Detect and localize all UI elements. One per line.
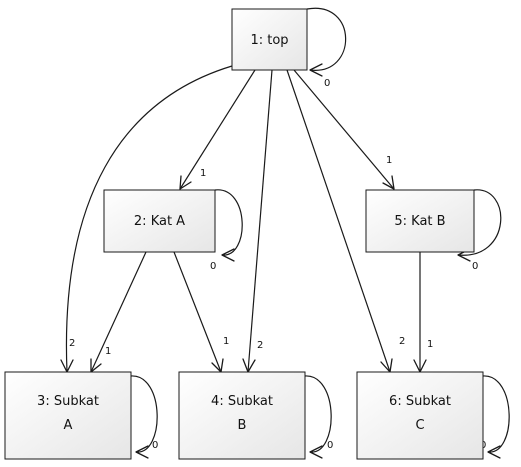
node-subkat-a-line2: A (64, 418, 73, 433)
edge-label-top-to-subkat-b: 2 (257, 340, 263, 351)
node-subkat-c-line1: 6: Subkat (389, 394, 451, 409)
node-subkat-c[interactable]: 6: Subkat C (356, 371, 484, 460)
node-subkat-b-line2: B (238, 418, 247, 433)
node-kat-b[interactable]: 5: Kat B (365, 189, 475, 253)
node-kat-a[interactable]: 2: Kat A (103, 189, 216, 253)
edge-label-kat-b-to-subkat-c: 1 (427, 339, 433, 350)
node-kat-b-label: 5: Kat B (394, 214, 445, 229)
edges: 0 1 1 2 2 2 (60, 7, 510, 459)
node-top[interactable]: 1: top (231, 8, 308, 71)
edge-label-subkat-b-loop: 0 (327, 440, 333, 451)
node-top-label: 1: top (250, 33, 288, 48)
edge-label-kat-a-loop: 0 (210, 261, 216, 272)
node-subkat-a[interactable]: 3: Subkat A (4, 371, 132, 460)
node-subkat-b-line1: 4: Subkat (211, 394, 273, 409)
nodes: 1: top 2: Kat A 5: Kat B 3: Subkat A 4: … (4, 8, 484, 460)
edge-subkat-b-loop[interactable]: 0 (304, 375, 333, 459)
edge-top-to-kat-a[interactable]: 1 (179, 69, 256, 190)
edge-kat-a-to-subkat-b[interactable]: 1 (173, 251, 229, 373)
node-kat-a-label: 2: Kat A (134, 214, 185, 229)
edge-label-top-to-subkat-c: 2 (399, 336, 405, 347)
edge-subkat-a-loop[interactable]: 0 (130, 375, 158, 459)
edge-label-kat-a-to-subkat-a: 1 (105, 346, 111, 357)
edge-label-top-to-kat-b: 1 (386, 155, 392, 166)
edge-label-kat-b-loop: 0 (472, 261, 478, 272)
edge-top-to-subkat-b[interactable]: 2 (242, 69, 273, 373)
node-subkat-b[interactable]: 4: Subkat B (178, 371, 306, 460)
edge-label-top-to-kat-a: 1 (200, 168, 206, 179)
edge-label-top-loop: 0 (324, 78, 330, 89)
edge-subkat-c-loop[interactable]: 0 (480, 375, 510, 459)
edge-label-subkat-a-loop: 0 (152, 440, 158, 451)
edge-top-loop[interactable]: 0 (306, 7, 347, 89)
edge-kat-a-loop[interactable]: 0 (210, 189, 243, 272)
node-subkat-a-line1: 3: Subkat (37, 394, 99, 409)
node-subkat-c-line2: C (415, 418, 424, 433)
edge-kat-a-to-subkat-a[interactable]: 1 (90, 251, 147, 373)
edge-label-top-to-subkat-a: 2 (69, 338, 75, 349)
edge-kat-b-to-subkat-c[interactable]: 1 (413, 252, 433, 373)
edge-top-to-kat-b[interactable]: 1 (293, 69, 395, 190)
edge-label-kat-a-to-subkat-b: 1 (223, 336, 229, 347)
